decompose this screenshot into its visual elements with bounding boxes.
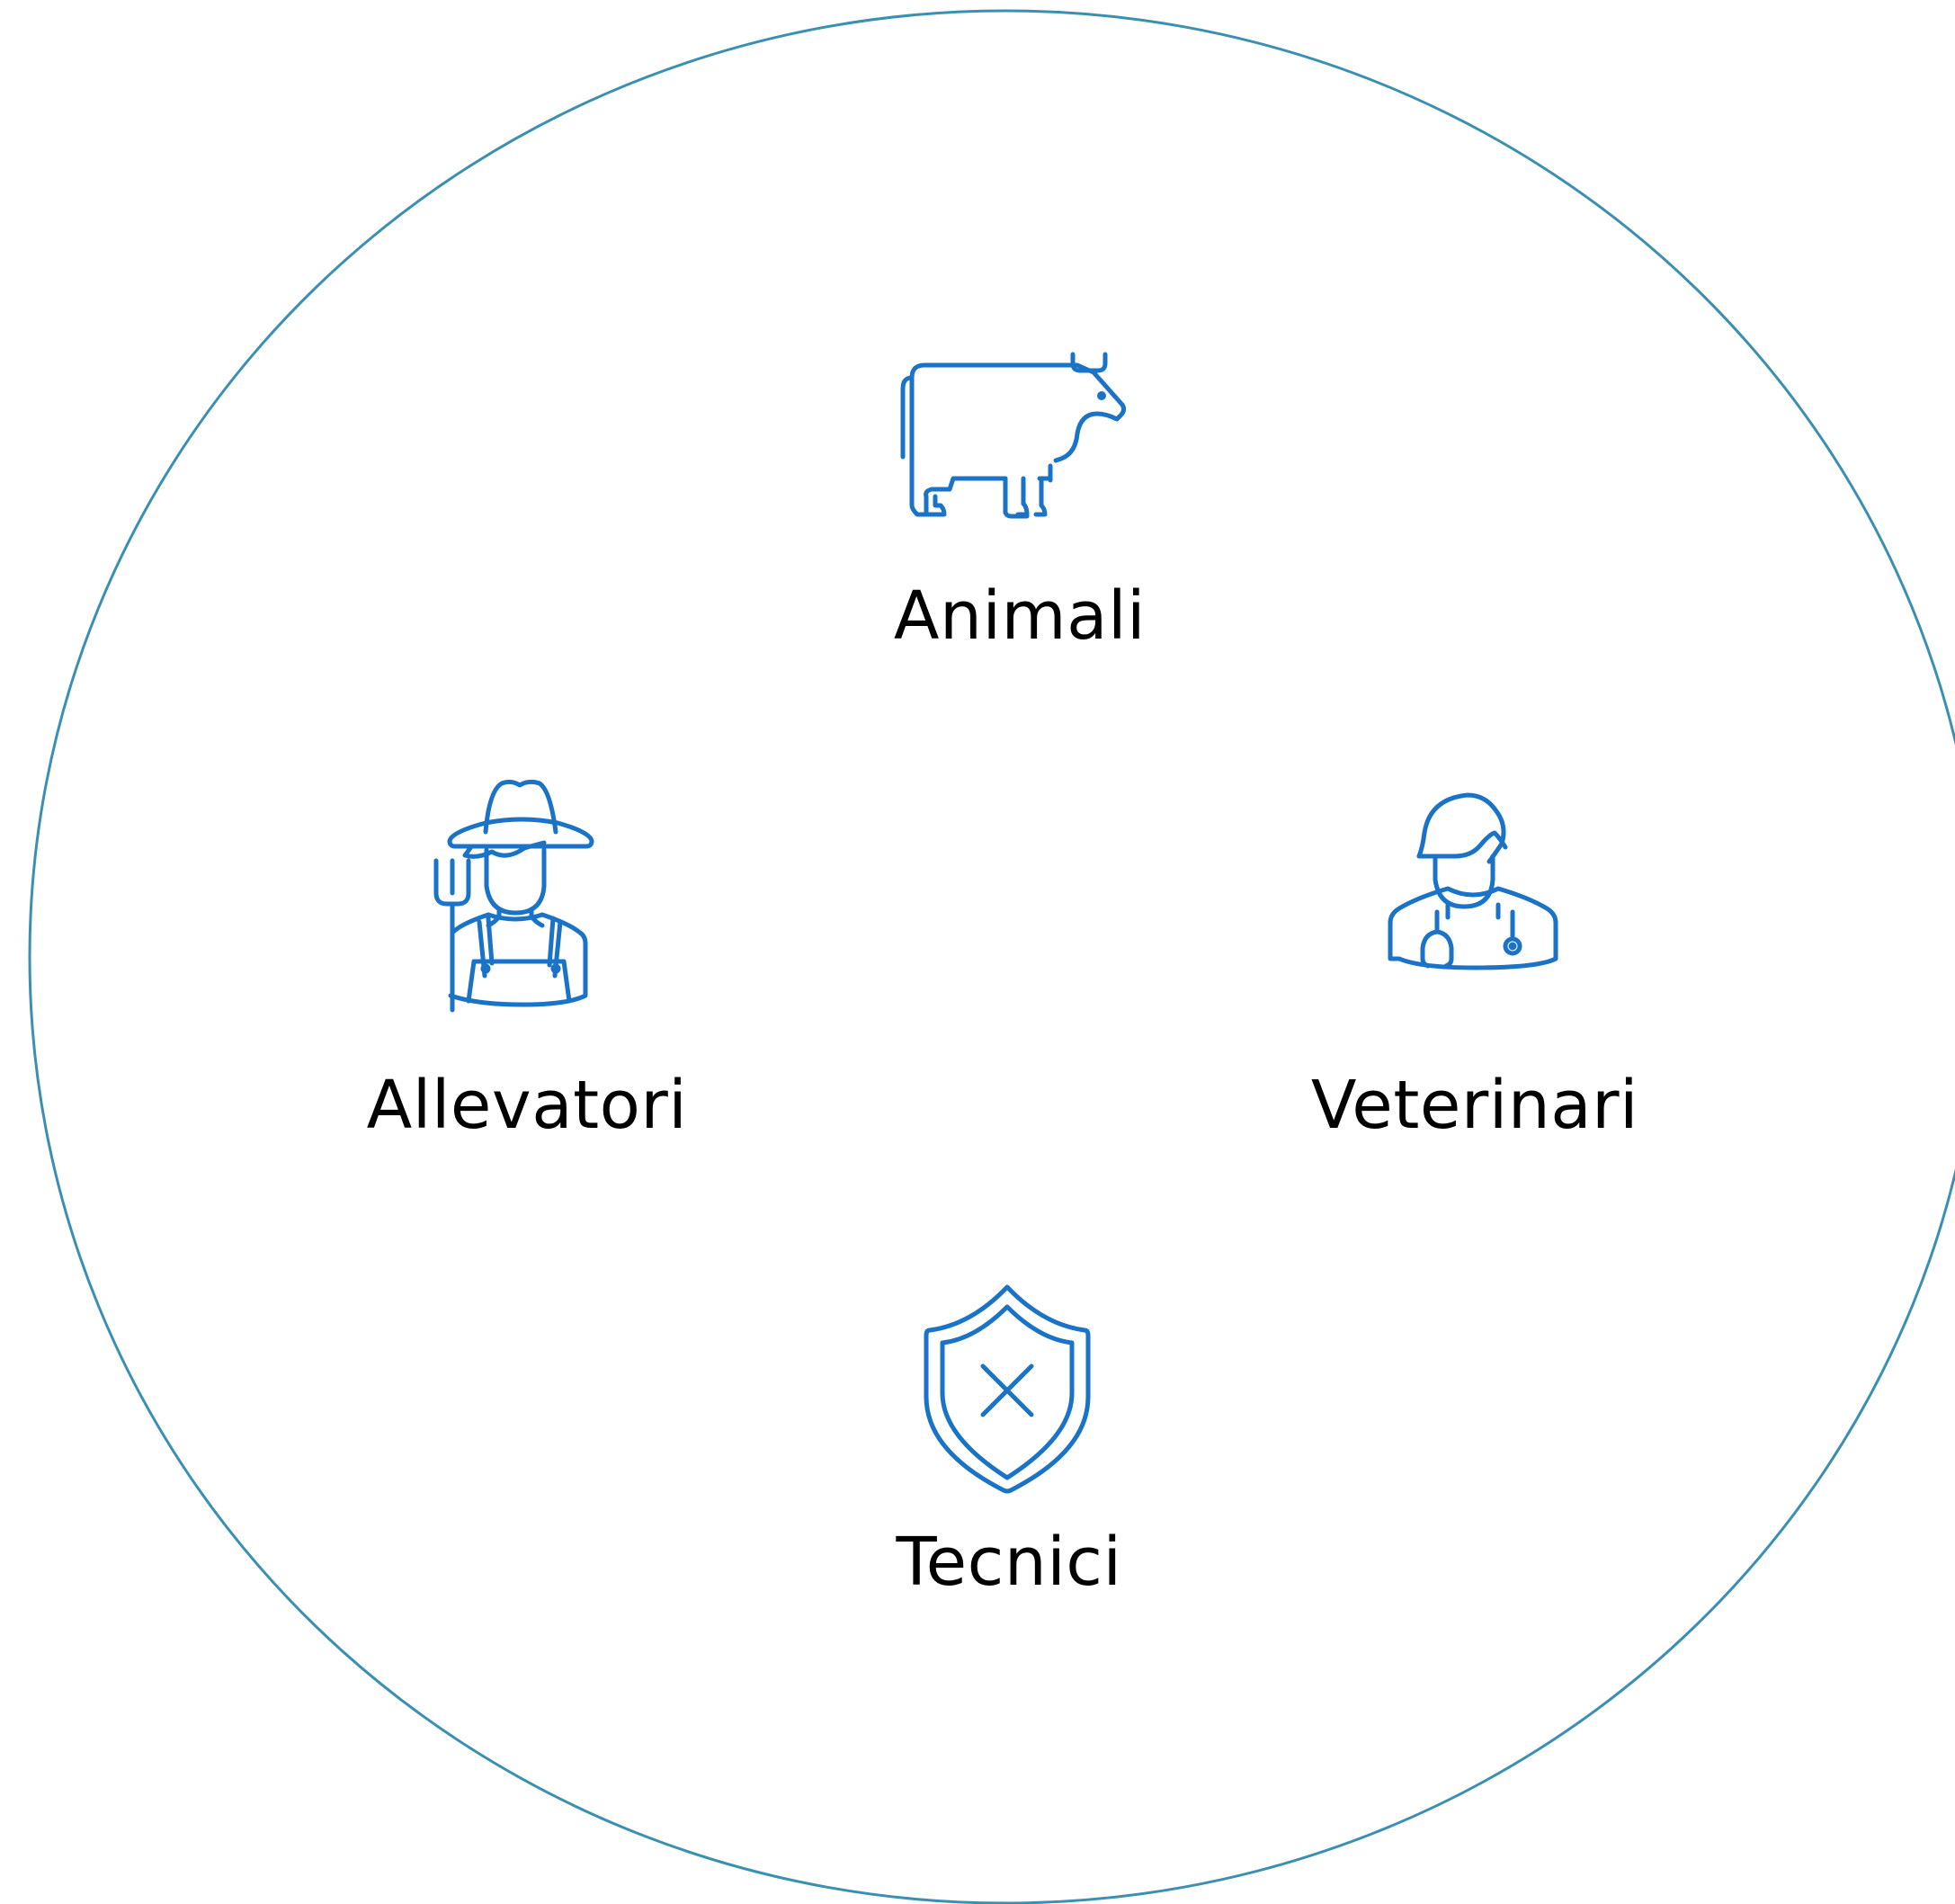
shield-x-icon: [922, 1282, 1093, 1494]
node-label-animali: Animali: [893, 577, 1147, 655]
veterinarian-icon: [1385, 791, 1574, 1007]
node-label-veterinari: Veterinari: [1310, 1067, 1639, 1144]
farmer-icon: [409, 778, 616, 1013]
node-label-allevatori: Allevatori: [366, 1067, 688, 1144]
cow-icon: [890, 351, 1142, 522]
node-label-tecnici: Tecnici: [896, 1524, 1122, 1601]
